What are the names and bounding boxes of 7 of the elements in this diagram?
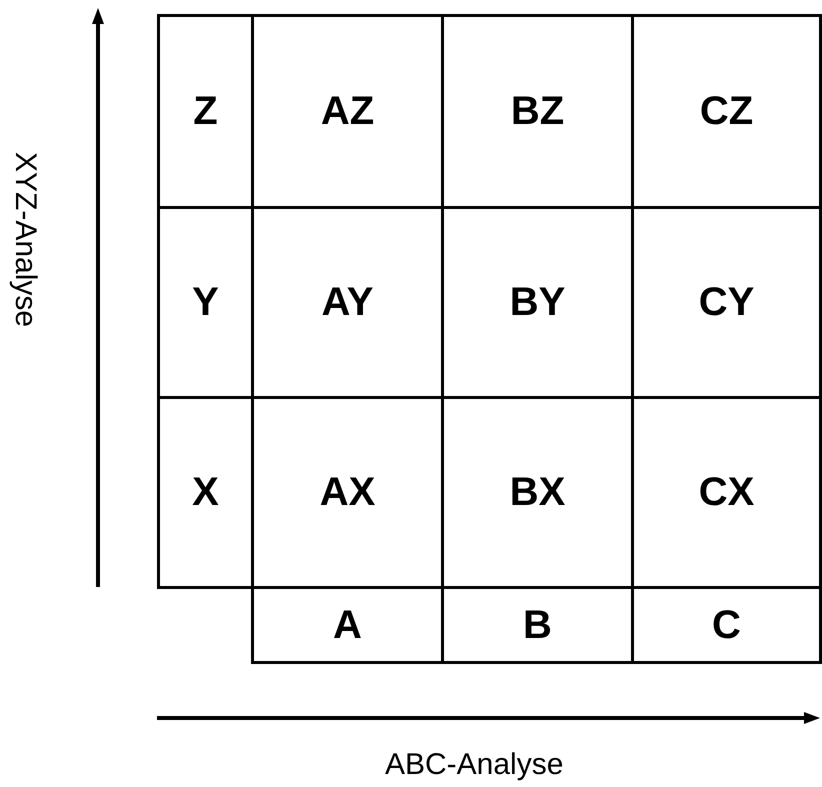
table-cell: CZ bbox=[631, 14, 822, 209]
axis-title: ABC-Analyse bbox=[385, 748, 564, 782]
column-header-cell: C bbox=[631, 586, 822, 664]
row-header-cell: Z bbox=[157, 14, 254, 209]
row-header-cell: X bbox=[157, 396, 254, 589]
column-header-cell: A bbox=[251, 586, 444, 664]
axis-title: XYZ-Analyse bbox=[8, 152, 42, 328]
